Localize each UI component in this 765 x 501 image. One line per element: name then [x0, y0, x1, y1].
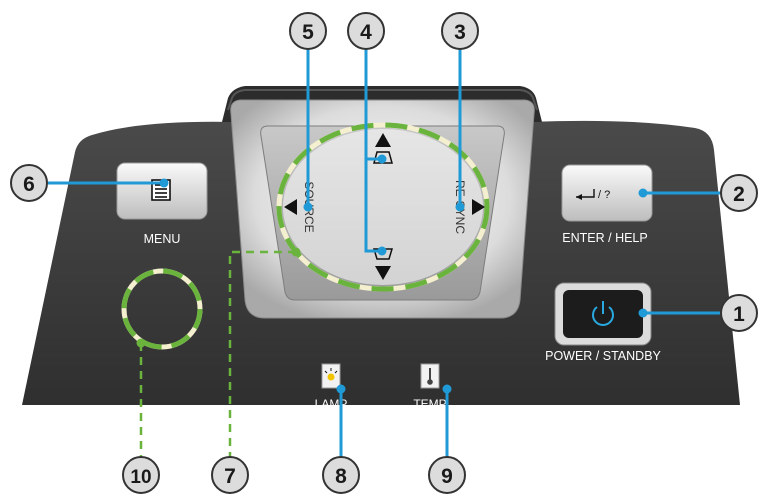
svg-text:1: 1: [733, 303, 745, 326]
left-arrow-icon[interactable]: [284, 199, 297, 215]
svg-text:3: 3: [454, 21, 466, 44]
callout-circles: 1 2 3 4 5 6 7 8 9 10: [10, 12, 758, 494]
svg-text:6: 6: [23, 173, 35, 196]
right-arrow-icon[interactable]: [472, 199, 485, 215]
svg-text:7: 7: [224, 465, 236, 488]
svg-text:9: 9: [441, 465, 453, 488]
callout-6: 6: [10, 164, 48, 202]
enter-help-label: ENTER / HELP: [562, 231, 647, 245]
svg-text:5: 5: [302, 21, 314, 44]
callout-2: 2: [720, 174, 758, 212]
panel-hump-rim: [227, 89, 538, 111]
keypad-center[interactable]: [283, 129, 483, 285]
callout-8: 8: [322, 456, 360, 494]
up-arrow-icon[interactable]: [375, 133, 391, 147]
dashed-callouts: [139, 250, 296, 463]
callout-1: 1: [720, 294, 758, 332]
callout-9: 9: [428, 456, 466, 494]
callout-7: 7: [211, 456, 249, 494]
receiver-ring-green: [121, 268, 203, 350]
callout-5: 5: [289, 12, 327, 50]
callout-dot-10: [136, 338, 146, 348]
temp-label: TEMP: [413, 397, 446, 411]
enter-glyph: / ?: [598, 189, 610, 201]
svg-text:4: 4: [360, 21, 372, 44]
callout-dots: [159, 154, 648, 394]
callout-line-7: [228, 250, 296, 463]
thermometer-icon: [427, 368, 433, 385]
enter-icon: [576, 189, 595, 200]
callout-10: 10: [122, 456, 160, 494]
callout-line-4b: [364, 159, 382, 253]
callout-3: 3: [441, 12, 479, 50]
svg-text:8: 8: [335, 465, 347, 488]
menu-label: MENU: [144, 232, 181, 246]
power-icon: [592, 301, 614, 326]
callout-dot-7: [291, 247, 301, 257]
keypad-ring-green: [276, 122, 490, 292]
callout-4: 4: [347, 12, 385, 50]
svg-text:10: 10: [130, 467, 151, 488]
lamp-label: LAMP: [315, 397, 348, 411]
callout-lines: [48, 48, 721, 463]
power-standby-label: POWER / STANDBY: [545, 349, 661, 363]
svg-text:2: 2: [733, 183, 745, 206]
lamp-icon: [324, 368, 338, 381]
down-arrow-icon[interactable]: [375, 266, 391, 280]
